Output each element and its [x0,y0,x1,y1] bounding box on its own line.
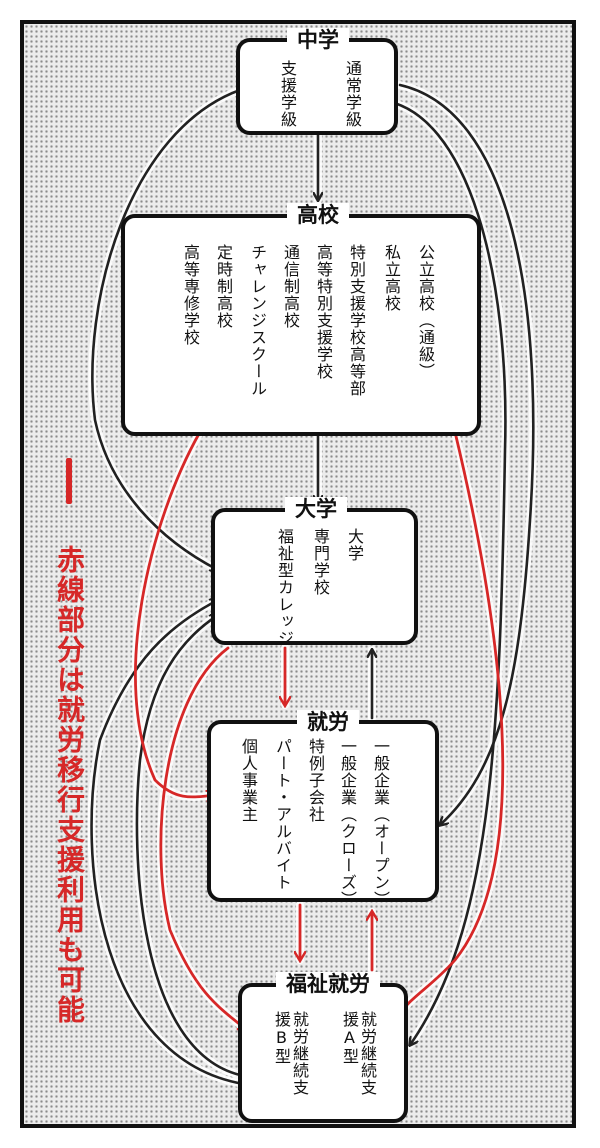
arrow-welfare-to-university [135,615,242,1077]
employment-line-5: 個人事業主 [239,738,258,823]
employment-line-2: 一般企業（クローズ） [338,738,357,908]
red-line-note: 赤線部分は就労移行支援利用も可能 [53,545,86,1025]
arrow-welfare-to-university-outer [90,600,252,1087]
welfare-work-line-2: 就労継続支援B型 [272,1011,309,1096]
arrow-middle-to-university [91,88,242,570]
middle-school-line-1: 通常学級 [343,60,362,128]
arrow-high-to-employment [134,430,215,797]
red-line-legend-swatch [66,458,72,504]
employment-line-4: パート・アルバイト [273,738,292,891]
high-school-line-2: 私立高校 [382,244,401,312]
high-school-line-6: チャレンジスクール [248,244,267,397]
university-line-3: 福祉型カレッジ [275,528,294,647]
employment-box: 一般企業（オープン） 一般企業（クローズ） 特例子会社 パート・アルバイト 個人… [207,720,439,908]
employment-line-1: 一般企業（オープン） [371,738,390,908]
middle-school-line-2: 支援学級 [278,60,297,128]
university-title: 大学 [285,497,347,521]
university-line-1: 大学 [345,528,364,562]
university-box: 大学 専門学校 福祉型カレッジ [211,508,418,647]
high-school-line-1: 公立高校（通級） [416,244,435,380]
employment-line-3: 特例子会社 [306,738,325,823]
middle-school-title: 中学 [287,28,349,52]
high-school-line-3: 特別支援学校高等部 [347,244,366,397]
middle-school-box: 通常学級 支援学級 [236,38,398,135]
employment-title: 就労 [297,710,359,734]
high-school-line-4: 高等特別支援学校 [314,244,333,380]
high-school-title: 高校 [287,203,349,227]
welfare-work-title: 福祉就労 [276,972,380,996]
arrow-middle-to-employment [398,83,535,825]
high-school-line-7: 定時制高校 [214,244,233,329]
arrow-university-to-welfare [159,646,247,1030]
arrow-middle-to-welfare [378,98,507,1045]
high-school-box: 公立高校（通級） 私立高校 特別支援学校高等部 高等特別支援学校 通信制高校 チ… [121,214,481,436]
welfare-work-line-1: 就労継続支援A型 [340,1011,377,1096]
university-line-2: 専門学校 [311,528,330,596]
welfare-work-box: 就労継続支援A型 就労継続支援B型 [238,983,408,1123]
high-school-line-5: 通信制高校 [281,244,300,329]
high-school-line-8: 高等専修学校 [181,244,200,346]
